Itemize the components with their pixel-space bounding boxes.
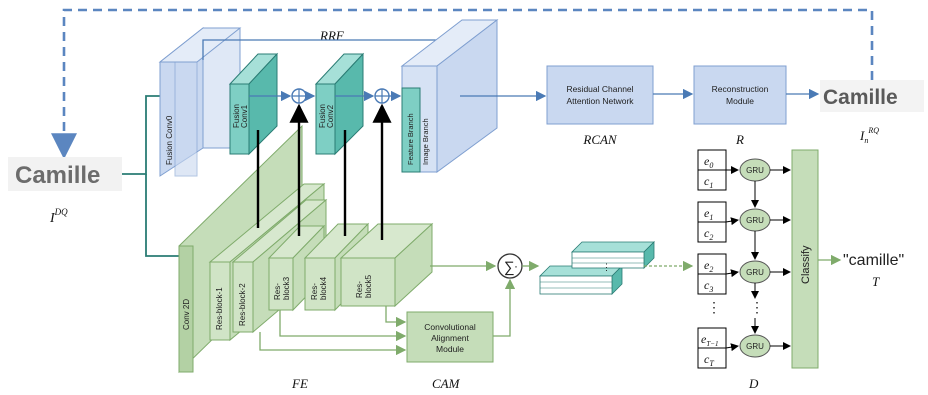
res5-to-cam [385, 306, 407, 328]
cam-to-sum-arrow [493, 278, 516, 337]
sum-node: ∑ · [497, 253, 523, 279]
output-image: Camille [820, 80, 924, 112]
decoder-input-3: eT−1 cT [697, 327, 727, 369]
svg-text:Module: Module [726, 96, 754, 106]
gru-node-3: GRU [739, 334, 771, 358]
d-label: D [748, 376, 759, 391]
svg-text:Res-: Res- [273, 283, 282, 300]
resblock5-block: Res- block5 [339, 222, 434, 308]
svg-text:GRU: GRU [746, 268, 764, 277]
svg-text:c3: c3 [704, 278, 713, 294]
svg-text:block4: block4 [319, 276, 328, 300]
decoder-input-0: e0 c1 [697, 149, 727, 191]
rcan-box: Residual Channel Attention Network [546, 65, 654, 125]
svg-text:e2: e2 [704, 258, 713, 274]
decoder-input-1: e1 c2 [697, 201, 727, 243]
input3-to-gru3 [725, 343, 739, 352]
reconstruction-box: Reconstruction Module [693, 65, 787, 125]
svg-text:c2: c2 [704, 226, 713, 242]
gru-node-2: GRU [739, 260, 771, 284]
decoder-input-2: e2 c3 [697, 253, 727, 295]
svg-text:Res-: Res- [355, 281, 364, 298]
feedback-loop-dashed [51, 8, 874, 160]
input-image: Camille [8, 157, 122, 191]
svg-text:c1: c1 [704, 174, 713, 190]
feature-sequence-stack: ⋮ [539, 241, 655, 295]
fusion-conv1-block: Fusion Conv1 [228, 52, 279, 156]
svg-text:block3: block3 [282, 276, 291, 300]
input2-to-gru2 [725, 269, 739, 278]
cam-label: CAM [432, 376, 461, 391]
svg-text:GRU: GRU [746, 216, 764, 225]
cam-box: Convolutional Alignment Module [406, 311, 494, 363]
decoder-input-ellipsis: ⋮ [707, 299, 721, 315]
svg-text:Conv1: Conv1 [240, 104, 249, 128]
branch-block: Feature Branch Image Branch [400, 18, 499, 173]
input-to-fe-connector [145, 174, 183, 257]
fusion-conv0-block: Fusion Conv0 [158, 26, 242, 177]
svg-text:Residual Channel: Residual Channel [566, 84, 633, 94]
svg-text:Reconstruction: Reconstruction [712, 84, 769, 94]
svg-text:Alignment: Alignment [431, 333, 469, 343]
res2-to-cam [259, 332, 407, 356]
svg-text:Res-block-2: Res-block-2 [238, 283, 247, 326]
svg-text:Camille: Camille [823, 86, 898, 109]
svg-text:Module: Module [436, 344, 464, 354]
classify-box: Classify [791, 149, 819, 369]
svg-text:Classify: Classify [800, 245, 812, 284]
svg-text:Fusion: Fusion [318, 104, 327, 128]
svg-text:GRU: GRU [746, 342, 764, 351]
fe-label: FE [291, 376, 308, 391]
svg-text:·: · [514, 259, 518, 273]
t-label: T [872, 274, 880, 289]
svg-text:cT: cT [704, 352, 714, 368]
svg-text:Convolutional: Convolutional [424, 322, 476, 332]
svg-text:Res-: Res- [310, 283, 319, 300]
svg-text:Feature Branch: Feature Branch [406, 113, 415, 165]
svg-text:e1: e1 [704, 206, 713, 222]
svg-text:Conv2: Conv2 [326, 104, 335, 128]
svg-text:Fusion Conv0: Fusion Conv0 [165, 115, 174, 165]
output-text: "camille" [843, 252, 904, 269]
input-label: IDQ [49, 207, 68, 226]
svg-text:GRU: GRU [746, 166, 764, 175]
svg-text:Conv 2D: Conv 2D [182, 299, 191, 330]
svg-text:Res-block-1: Res-block-1 [215, 287, 224, 330]
r-label: R [735, 132, 744, 147]
output-label: InRQ [859, 126, 879, 145]
svg-text:Camille: Camille [15, 162, 100, 189]
rrf-label: RRF [319, 28, 345, 43]
input1-to-gru1 [725, 217, 739, 226]
svg-text:block5: block5 [364, 274, 373, 298]
res3-to-cam [279, 310, 407, 342]
add-node-1 [291, 88, 307, 104]
svg-text:∑: ∑ [504, 259, 515, 276]
svg-text:eT−1: eT−1 [701, 332, 718, 348]
gru-node-0: GRU [739, 158, 771, 182]
svg-text:⋮: ⋮ [602, 262, 611, 272]
svg-text:Attention Network: Attention Network [566, 96, 634, 106]
add-node-2 [374, 88, 390, 104]
fusion-conv2-block: Fusion Conv2 [314, 52, 365, 156]
svg-text:Image Branch: Image Branch [421, 118, 430, 165]
svg-text:Fusion: Fusion [232, 104, 241, 128]
gru-ellipsis: ⋮ [750, 299, 764, 315]
rcan-label: RCAN [582, 132, 618, 147]
gru-node-1: GRU [739, 208, 771, 232]
svg-text:e0: e0 [704, 154, 713, 170]
